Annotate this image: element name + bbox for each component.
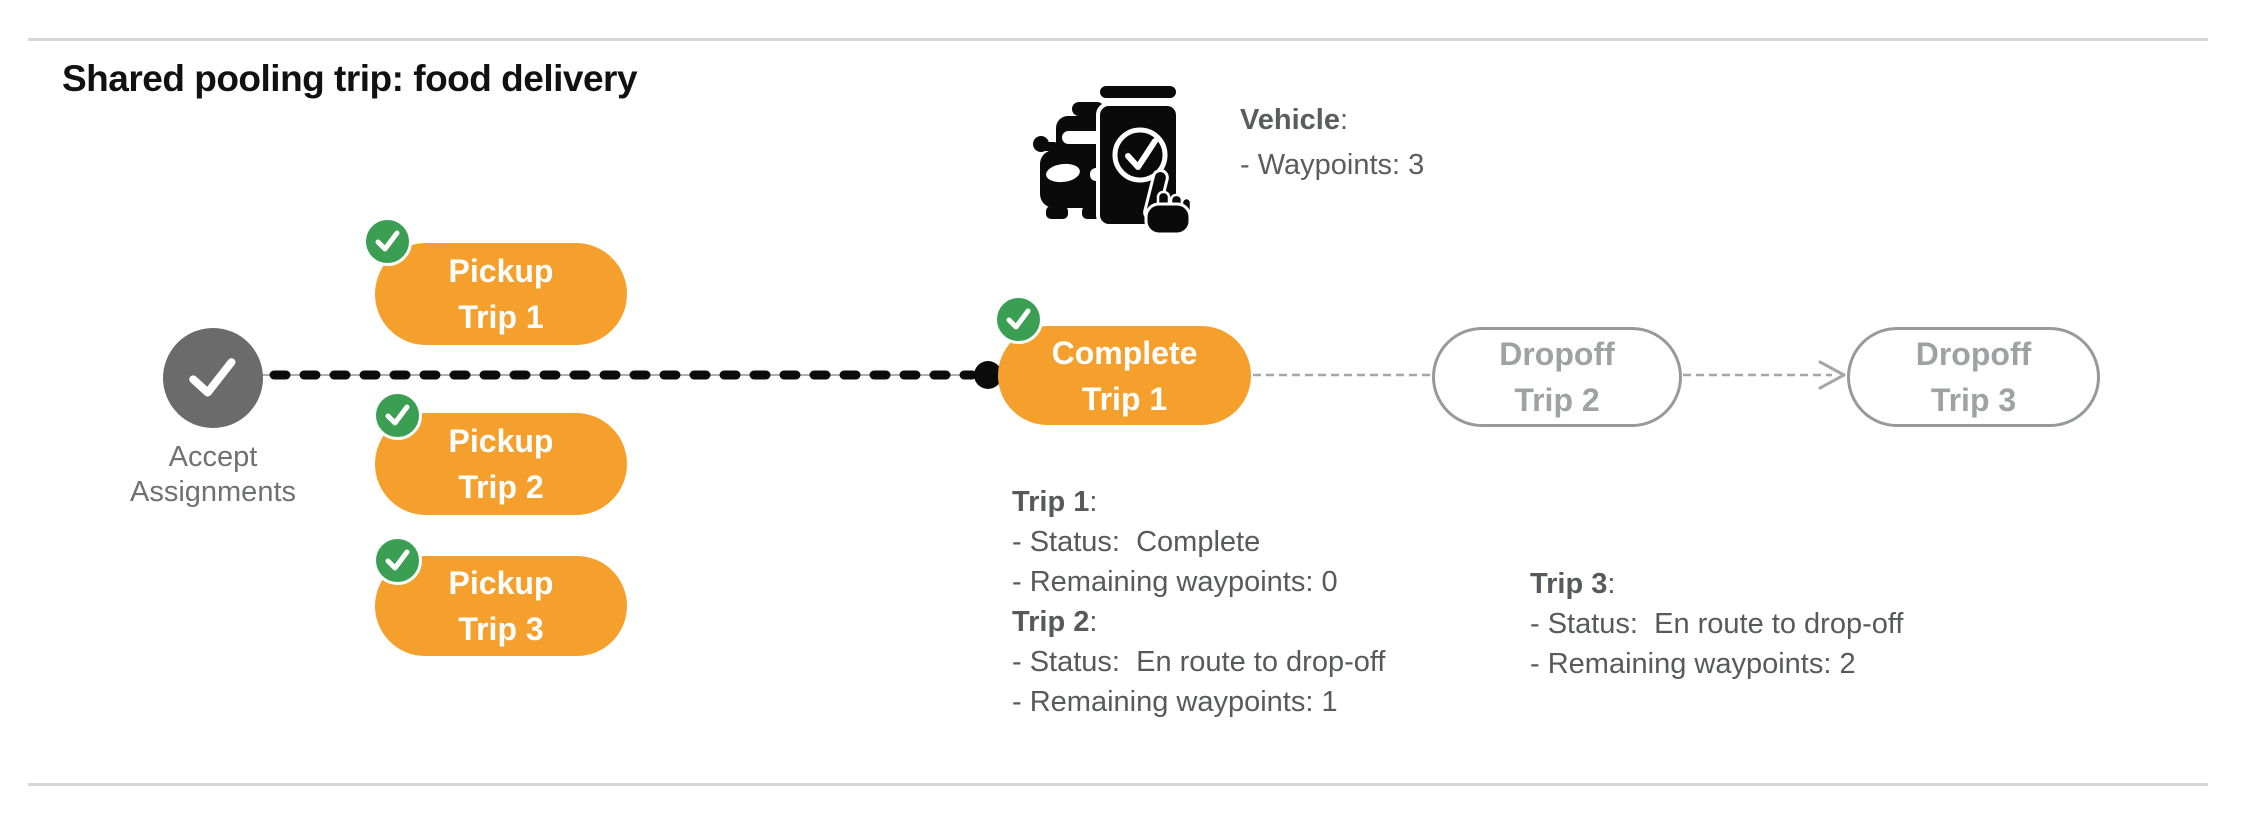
trip-1-2-status-block: Trip 1: - Status: Complete - Remaining w…: [1012, 482, 1385, 722]
complete-trip-1-node: Complete Trip 1: [998, 326, 1251, 425]
car-phone-check-icon: [1033, 82, 1192, 236]
pickup-trip-2-node: Pickup Trip 2: [375, 413, 627, 515]
trip-2-status-title: Trip 2:: [1012, 606, 1098, 638]
current-position-dot: [974, 361, 1002, 389]
trip-1-status-title: Trip 1:: [1012, 486, 1098, 518]
top-divider: [28, 38, 2208, 41]
vehicle-info: Vehicle: - Waypoints: 3: [1240, 98, 1424, 188]
check-circle-icon: [373, 536, 422, 585]
trip-2-status-line: - Status: En route to drop-off: [1012, 646, 1386, 678]
accept-assignments-label: Accept Assignments: [129, 441, 296, 508]
accept-assignments-node: [163, 328, 263, 428]
page-title: Shared pooling trip: food delivery: [62, 58, 638, 99]
trip-3-status-line: - Status: En route to drop-off: [1530, 608, 1904, 640]
check-icon: [189, 358, 236, 397]
check-circle-icon: [994, 295, 1043, 344]
vehicle-waypoints: - Waypoints: 3: [1240, 149, 1425, 181]
trip-1-waypoints-line: - Remaining waypoints: 0: [1012, 566, 1338, 598]
trip-1-status-line: - Status: Complete: [1012, 526, 1261, 558]
trip-2-waypoints-line: - Remaining waypoints: 1: [1012, 686, 1338, 718]
dropoff-trip-2-node: Dropoff Trip 2: [1432, 327, 1682, 427]
trip-3-status-block: Trip 3: - Status: En route to drop-off -…: [1530, 564, 1903, 684]
pickup-trip-1-node: Pickup Trip 1: [375, 243, 627, 345]
check-circle-icon: [363, 217, 412, 266]
bottom-divider: [28, 783, 2208, 786]
trip-3-status-title: Trip 3:: [1530, 568, 1616, 600]
vehicle-title: Vehicle:: [1240, 104, 1349, 136]
trip-3-waypoints-line: - Remaining waypoints: 2: [1530, 648, 1856, 680]
dropoff-trip-3-node: Dropoff Trip 3: [1847, 327, 2100, 427]
arrow-right-icon: [1818, 360, 1846, 390]
check-circle-icon: [373, 391, 422, 440]
